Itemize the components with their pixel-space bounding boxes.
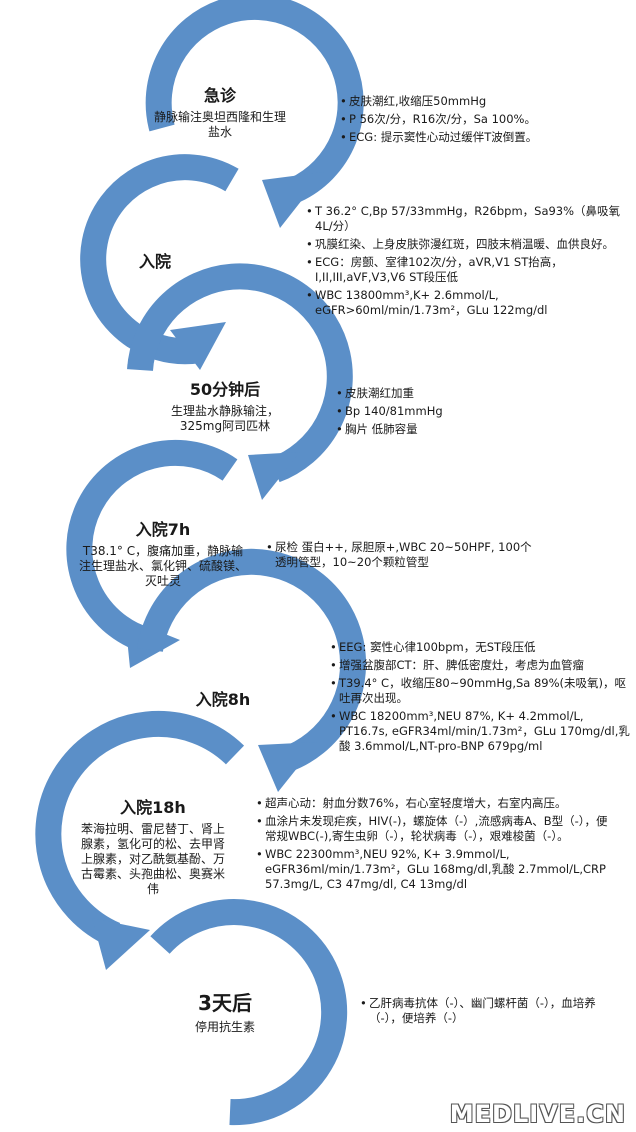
notes-admission: T 36.2° C,Bp 57/33mmHg，R26bpm，Sa93%（鼻吸氧4… xyxy=(306,204,626,321)
note-item: Bp 140/81mmHg xyxy=(336,404,596,419)
notes-3days: 乙肝病毒抗体（-）、幽门螺杆菌（-），血培养（-），便培养（-） xyxy=(360,996,620,1029)
note-item: WBC 22300mm³,NEU 92%, K+ 3.9mmol/L, eGFR… xyxy=(256,847,616,892)
notes-8h: EEG: 窦性心律100bpm，无ST段压低 增强盆腹部CT：肝、脾低密度灶，考… xyxy=(330,640,630,757)
stage-subtitle: 生理盐水静脉输注，325mg阿司匹林 xyxy=(170,404,279,433)
stage-subtitle: 停用抗生素 xyxy=(194,1020,255,1034)
note-item: T39.4° C，收缩压80~90mmHg,Sa 89%(未吸氧)，呕吐再次出现… xyxy=(330,676,630,706)
watermark: MEDLIVE.CN xyxy=(449,1100,626,1128)
note-item: WBC 13800mm³,K+ 2.6mmol/L, eGFR>60ml/min… xyxy=(306,288,626,318)
stage-subtitle: T38.1° C，腹痛加重，静脉输注生理盐水、氯化钾、硫酸镁、灭吐灵 xyxy=(78,544,247,588)
arc-stage-6 xyxy=(35,710,245,947)
arc-stage-7 xyxy=(150,899,348,1126)
stage-7h: 入院7h T38.1° C，腹痛加重，静脉输注生理盐水、氯化钾、硫酸镁、灭吐灵 xyxy=(78,520,248,589)
notes-7h: 尿检 蛋白++, 尿胆原+,WBC 20~50HPF, 100个透明管型，10~… xyxy=(266,540,536,573)
note-item: 增强盆腹部CT：肝、脾低密度灶，考虑为血管瘤 xyxy=(330,658,630,673)
note-item: P 56次/分，R16次/分，Sa 100%。 xyxy=(340,112,610,127)
arrowhead-1 xyxy=(262,172,324,228)
note-item: WBC 18200mm³,NEU 87%, K+ 4.2mmol/L, PT16… xyxy=(330,709,630,754)
arrowhead-5 xyxy=(258,742,318,792)
note-item: 巩膜红染、上身皮肤弥漫红斑，四肢末梢温暖、血供良好。 xyxy=(306,237,626,252)
arc-stage-3 xyxy=(127,263,353,483)
note-item: 超声心动：射血分数76%，右心室轻度增大，右室内高压。 xyxy=(256,796,616,811)
notes-50min: 皮肤潮红加重 Bp 140/81mmHg 胸片 低肺容量 xyxy=(336,386,596,440)
stage-admission: 入院 xyxy=(110,252,200,276)
stage-title: 入院 xyxy=(138,252,171,271)
note-item: 皮肤潮红,收缩压50mmHg xyxy=(340,94,610,109)
notes-18h: 超声心动：射血分数76%，右心室轻度增大，右室内高压。 血涂片未发现疟疾，HIV… xyxy=(256,796,616,895)
note-item: 胸片 低肺容量 xyxy=(336,422,596,437)
stage-8h: 入院8h xyxy=(178,690,268,714)
stage-title: 入院18h xyxy=(120,798,186,817)
stage-18h: 入院18h 苯海拉明、雷尼替丁、肾上腺素，氢化可的松、去甲肾上腺素，对乙酰氨基酚… xyxy=(78,798,228,897)
stage-title: 入院8h xyxy=(195,690,251,709)
stage-title: 3天后 xyxy=(198,991,252,1015)
stage-50min: 50分钟后 生理盐水静脉输注，325mg阿司匹林 xyxy=(160,380,290,434)
stage-3days: 3天后 停用抗生素 xyxy=(170,990,280,1035)
note-item: 尿检 蛋白++, 尿胆原+,WBC 20~50HPF, 100个透明管型，10~… xyxy=(266,540,536,570)
note-item: ECG: 提示窦性心动过缓伴T波倒置。 xyxy=(340,130,610,145)
note-item: 乙肝病毒抗体（-）、幽门螺杆菌（-），血培养（-），便培养（-） xyxy=(360,996,620,1026)
notes-er: 皮肤潮红,收缩压50mmHg P 56次/分，R16次/分，Sa 100%。 E… xyxy=(340,94,610,148)
note-item: 皮肤潮红加重 xyxy=(336,386,596,401)
stage-subtitle: 静脉输注奥坦西隆和生理盐水 xyxy=(153,110,286,139)
note-item: 血涂片未发现疟疾，HIV(-)，螺旋体（-）,流感病毒A、B型（-），便常规WB… xyxy=(256,814,616,844)
arrowhead-2 xyxy=(170,322,226,370)
note-item: EEG: 窦性心律100bpm，无ST段压低 xyxy=(330,640,630,655)
stage-er: 急诊 静脉输注奥坦西隆和生理盐水 xyxy=(150,86,290,140)
note-item: ECG：房颤、室律102次/分，aVR,V1 ST抬高，I,II,III,aVF… xyxy=(306,255,626,285)
stage-title: 50分钟后 xyxy=(189,380,261,399)
arrowhead-6 xyxy=(92,918,150,970)
stage-subtitle: 苯海拉明、雷尼替丁、肾上腺素，氢化可的松、去甲肾上腺素，对乙酰氨基酚、万古霉素、… xyxy=(80,822,225,896)
arc-stage-4 xyxy=(66,439,238,653)
note-item: T 36.2° C,Bp 57/33mmHg，R26bpm，Sa93%（鼻吸氧4… xyxy=(306,204,626,234)
arrowhead-3 xyxy=(248,452,300,500)
stage-title: 急诊 xyxy=(203,86,236,105)
stage-title: 入院7h xyxy=(135,520,191,539)
